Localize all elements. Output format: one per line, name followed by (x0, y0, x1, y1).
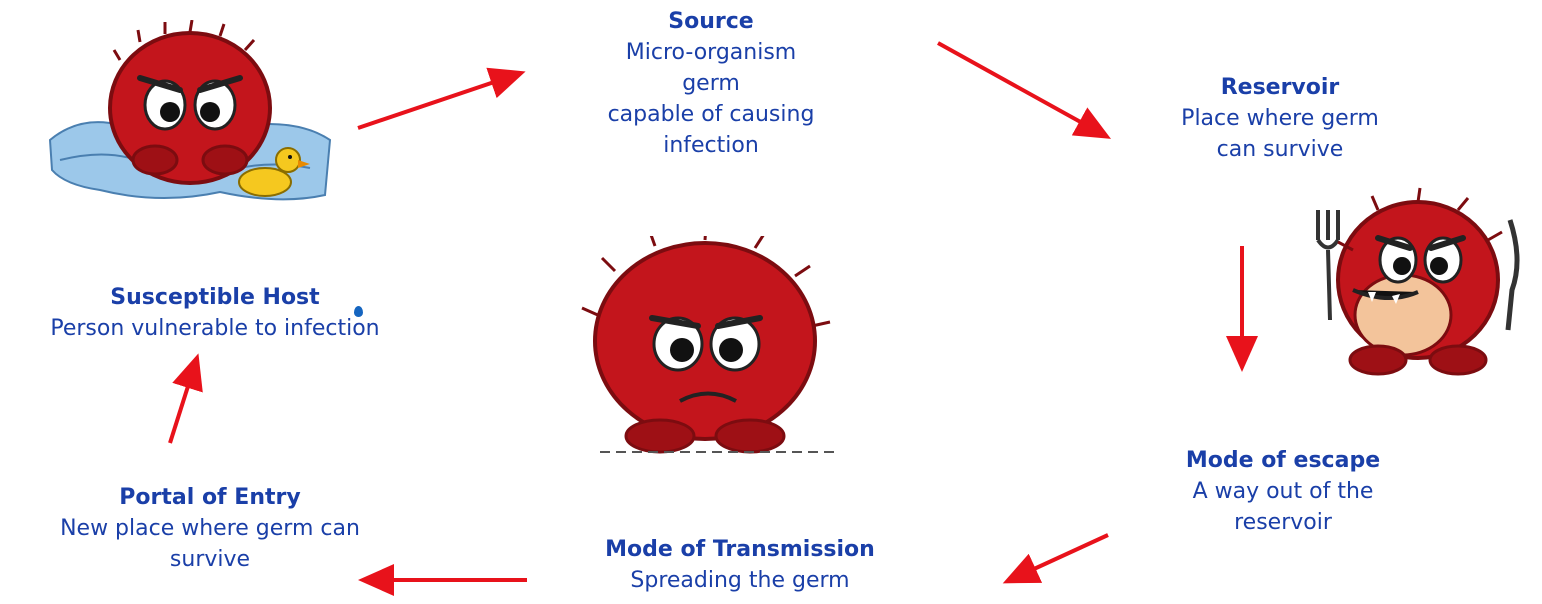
reservoir-title: Reservoir (1130, 72, 1430, 103)
source-line: infection (556, 130, 866, 161)
germ-with-cutlery-illustration (1298, 180, 1536, 380)
susceptible-host-node: Susceptible Host Person vulnerable to in… (0, 282, 430, 344)
source-line: capable of causing (556, 99, 866, 130)
portal-of-entry-line: New place where germ can (0, 513, 420, 544)
source-line: Micro-organism (556, 37, 866, 68)
mode-of-escape-line: A way out of the (1128, 476, 1438, 507)
reservoir-node: Reservoir Place where germ can survive (1130, 72, 1430, 165)
source-node: Source Micro-organism germ capable of ca… (556, 6, 866, 161)
germ-in-water-illustration (40, 20, 340, 210)
mode-of-transmission-title: Mode of Transmission (540, 534, 940, 565)
arrow-host-to-source (358, 74, 518, 128)
arrow-portal-to-host (170, 361, 196, 443)
portal-of-entry-title: Portal of Entry (0, 482, 420, 513)
portal-of-entry-line: survive (0, 544, 420, 575)
susceptible-host-line: Person vulnerable to infection (0, 313, 430, 344)
mode-of-escape-node: Mode of escape A way out of the reservoi… (1128, 445, 1438, 538)
arrow-source-to-reservoir (938, 43, 1104, 135)
susceptible-host-title: Susceptible Host (0, 282, 430, 313)
source-title: Source (556, 6, 866, 37)
reservoir-line: Place where germ (1130, 103, 1430, 134)
mode-of-transmission-line: Spreading the germ (540, 565, 940, 596)
mode-of-escape-title: Mode of escape (1128, 445, 1438, 476)
source-line: germ (556, 68, 866, 99)
sad-germ-illustration (560, 236, 860, 466)
portal-of-entry-node: Portal of Entry New place where germ can… (0, 482, 420, 575)
reservoir-line: can survive (1130, 134, 1430, 165)
arrow-escape-to-transmission (1010, 535, 1108, 580)
blue-dot-mark (354, 306, 363, 317)
mode-of-transmission-node: Mode of Transmission Spreading the germ (540, 534, 940, 596)
mode-of-escape-line: reservoir (1128, 507, 1438, 538)
